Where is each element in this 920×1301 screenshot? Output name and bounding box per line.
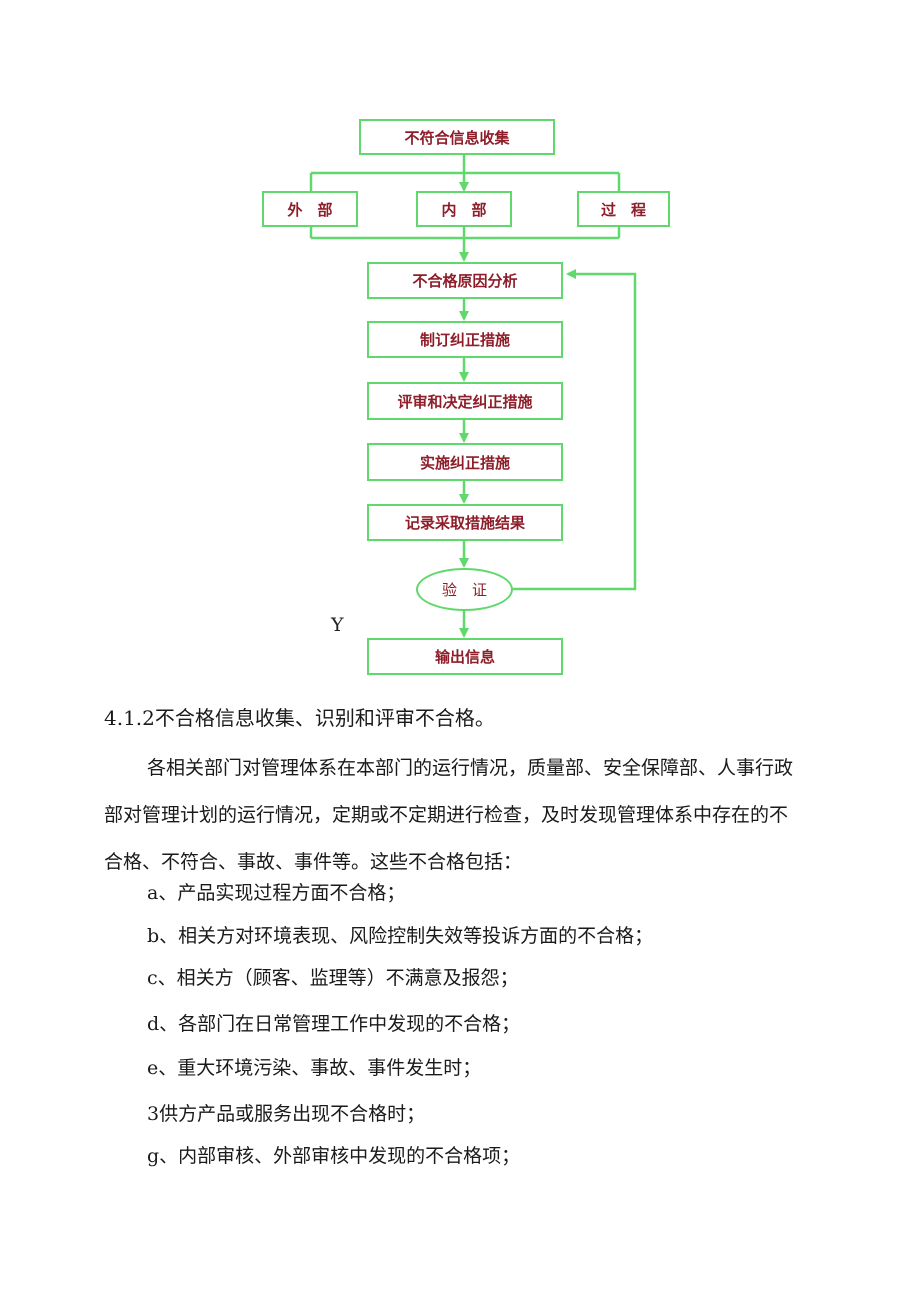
flow-box-output-label: 输出信息 (434, 648, 495, 666)
flow-box-record: 记录采取措施结果 (367, 504, 563, 541)
flow-box-collect: 不符合信息收集 (359, 119, 555, 155)
list-item: e、重大环境污染、事故、事件发生时； (147, 1057, 482, 1079)
flow-box-formulate: 制订纠正措施 (367, 321, 563, 358)
flow-box-review: 评审和决定纠正措施 (367, 382, 563, 420)
list-item: b、相关方对环境表现、风险控制失效等投诉方面的不合格； (147, 925, 654, 947)
flow-box-formulate-label: 制订纠正措施 (419, 331, 510, 349)
flow-yes-label: Y (331, 614, 344, 636)
flow-box-output: 输出信息 (367, 638, 563, 675)
flow-ellipse-verify-label: 验 证 (441, 581, 487, 599)
flow-box-review-label: 评审和决定纠正措施 (397, 392, 533, 411)
flow-ellipse-verify: 验 证 (416, 568, 513, 611)
flow-box-implement-label: 实施纠正措施 (419, 453, 510, 472)
flow-box-record-label: 记录采取措施结果 (404, 514, 525, 532)
list-item: a、产品实现过程方面不合格； (147, 882, 406, 904)
list-item: c、相关方（顾客、监理等）不满意及报怨； (147, 967, 519, 989)
list-item: d、各部门在日常管理工作中发现的不合格； (147, 1013, 521, 1035)
connector-feedback-loop (513, 269, 637, 591)
flowchart-connectors (309, 154, 637, 638)
flow-box-analysis: 不合格原因分析 (367, 262, 563, 299)
flow-box-external: 外 部 (262, 191, 358, 227)
flow-box-external-label: 外 部 (287, 200, 333, 219)
flow-box-internal-label: 内 部 (441, 200, 487, 219)
section-heading: 4.1.2不合格信息收集、识别和评审不合格。 (104, 706, 495, 730)
flow-box-process-label: 过 程 (600, 200, 646, 219)
paragraph-line-2: 部对管理计划的运行情况，定期或不定期进行检查，及时发现管理体系中存在的不 (104, 804, 789, 826)
paragraph-line-1: 各相关部门对管理体系在本部门的运行情况，质量部、安全保障部、人事行政 (147, 757, 794, 779)
list-item: 3供方产品或服务出现不合格时； (147, 1103, 426, 1125)
flow-box-analysis-label: 不合格原因分析 (412, 272, 518, 290)
flow-box-internal: 内 部 (416, 191, 512, 227)
paragraph-line-3: 合格、不符合、事故、事件等。这些不合格包括： (104, 851, 523, 873)
flow-box-collect-label: 不符合信息收集 (404, 128, 510, 147)
flow-box-implement: 实施纠正措施 (367, 443, 563, 481)
flow-box-process: 过 程 (577, 191, 670, 227)
list-item: g、内部审核、外部审核中发现的不合格项； (147, 1145, 521, 1167)
